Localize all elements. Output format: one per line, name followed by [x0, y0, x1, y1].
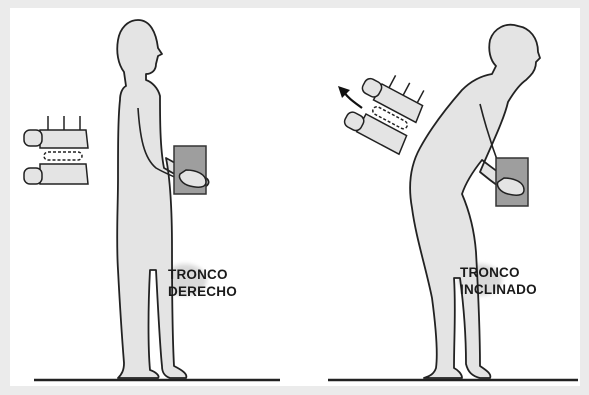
- spine-vertebrae-icon: [24, 116, 88, 184]
- standing-straight-scene: [24, 20, 280, 380]
- illustration-frame: TRONCO DERECHO TRONCO INCLINADO: [10, 8, 580, 386]
- label-bent-trunk: TRONCO INCLINADO: [460, 264, 537, 298]
- label-straight-line1: TRONCO: [168, 266, 237, 283]
- label-bent-line1: TRONCO: [460, 264, 537, 281]
- label-straight-line2: DERECHO: [168, 283, 237, 300]
- label-straight-trunk: TRONCO DERECHO: [168, 266, 237, 300]
- bending-forward-scene: [328, 25, 578, 380]
- posture-illustration: [10, 8, 580, 386]
- spine-vertebrae-tilted-icon: [342, 64, 430, 154]
- motion-arrow-icon: [338, 86, 362, 108]
- label-bent-line2: INCLINADO: [460, 281, 537, 298]
- standing-human-figure: [117, 20, 208, 378]
